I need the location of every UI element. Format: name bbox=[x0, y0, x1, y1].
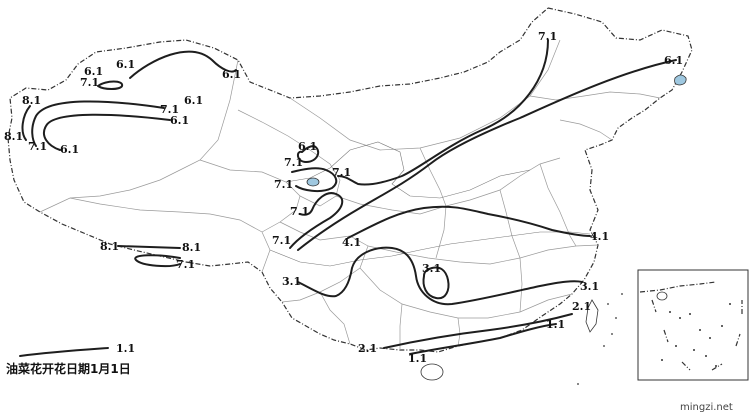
label-2-1-b: 2.1 bbox=[358, 342, 377, 355]
isoline-7-1-qinghai bbox=[289, 192, 344, 249]
label-3-1-c: 3.1 bbox=[580, 280, 599, 293]
khanka-lake bbox=[674, 74, 687, 86]
isoline-6-1-northeast bbox=[297, 59, 677, 251]
national-boundary bbox=[7, 7, 693, 353]
province-boundary-central-2 bbox=[367, 244, 599, 265]
label-4-1-a: 4.1 bbox=[342, 236, 361, 249]
province-boundary-north bbox=[419, 147, 447, 259]
province-boundary-northeast-1 bbox=[559, 119, 613, 141]
province-boundary-guangxi bbox=[399, 303, 403, 350]
isoline-8-1-tibet bbox=[117, 245, 181, 249]
province-boundary-southwest bbox=[319, 291, 351, 345]
label-4-1-b: 4.1 bbox=[590, 230, 609, 243]
label-3-1-b: 3.1 bbox=[422, 262, 441, 275]
label-6-1-a: 6.1 bbox=[116, 58, 135, 71]
label-7-1-h: 7.1 bbox=[272, 234, 291, 247]
south-china-sea-inset bbox=[637, 269, 749, 381]
province-boundary-east-1 bbox=[499, 189, 523, 313]
label-6-1-e: 6.1 bbox=[60, 143, 79, 156]
label-8-1-d: 8.1 bbox=[182, 241, 201, 254]
label-6-1-d: 6.1 bbox=[170, 114, 189, 127]
province-boundary-inner-mongolia bbox=[289, 39, 561, 151]
taiwan-island bbox=[585, 299, 599, 333]
label-1-1-b: 1.1 bbox=[408, 352, 427, 365]
isoline-6-1-northwest-top bbox=[129, 50, 237, 79]
yellow-river bbox=[285, 141, 531, 199]
label-7-1-j: 7.1 bbox=[176, 258, 195, 271]
label-8-1-c: 8.1 bbox=[100, 240, 119, 253]
label-8-1-a: 8.1 bbox=[22, 94, 41, 107]
label-7-1-i: 7.1 bbox=[538, 30, 557, 43]
province-boundary-xinjiang-east bbox=[39, 59, 239, 213]
province-boundary-gansu bbox=[237, 109, 341, 207]
province-boundary-sichuan bbox=[279, 221, 369, 303]
isoline-6-1-far-west bbox=[42, 113, 171, 151]
isoline-6-1-hexi-loop bbox=[296, 145, 320, 163]
isoline-3-1-loop bbox=[422, 266, 450, 300]
label-7-1-b: 7.1 bbox=[160, 103, 179, 116]
province-boundary-guangdong bbox=[457, 317, 461, 347]
isoline-7-1-hexi bbox=[291, 167, 338, 193]
isoline-7-1-tibet bbox=[134, 254, 181, 268]
isoline-3-1-south bbox=[297, 246, 583, 306]
label-6-1-f: 6.1 bbox=[222, 68, 241, 81]
isoline-1-1-south bbox=[409, 323, 557, 355]
province-boundary-central-1 bbox=[335, 157, 561, 215]
inset-hainan bbox=[656, 291, 668, 301]
legend-caption: 油菜花开花日期1月1日 bbox=[6, 361, 131, 376]
hainan-island bbox=[420, 363, 444, 381]
east-coast-islands bbox=[577, 293, 623, 385]
label-6-1-b: 6.1 bbox=[84, 65, 103, 78]
label-7-1-c: 7.1 bbox=[28, 140, 47, 153]
province-boundary-south bbox=[359, 267, 573, 319]
province-boundary-qinghai bbox=[199, 159, 301, 233]
watermark: mingzi.net bbox=[680, 402, 733, 413]
isoline-8-1-far-west bbox=[21, 105, 31, 141]
label-3-1-a: 3.1 bbox=[282, 275, 301, 288]
province-boundary-east-2 bbox=[539, 163, 577, 247]
inset-islands bbox=[661, 303, 731, 367]
label-7-1-e: 7.1 bbox=[274, 178, 293, 191]
isoline-2-1-south bbox=[383, 313, 573, 349]
isoline-7-1-northwest-loop bbox=[97, 80, 124, 90]
inset-coastline bbox=[639, 281, 717, 293]
label-6-1-h: 6.1 bbox=[664, 54, 683, 67]
yangtze-river bbox=[269, 231, 591, 267]
label-7-1-a: 7.1 bbox=[80, 76, 99, 89]
label-1-1-a: 1.1 bbox=[546, 318, 565, 331]
isoline-7-1-northeast bbox=[337, 39, 549, 186]
qinghai-lake bbox=[306, 177, 320, 187]
province-boundary-tibet-north bbox=[69, 197, 271, 273]
label-7-1-d: 7.1 bbox=[284, 156, 303, 169]
label-8-1-b: 8.1 bbox=[4, 130, 23, 143]
label-6-1-g: 6.1 bbox=[298, 140, 317, 153]
isoline-7-1-far-west bbox=[31, 100, 165, 147]
legend-line-sample bbox=[19, 347, 109, 357]
isoline-4-1-central bbox=[347, 205, 591, 239]
legend-line-value: 1.1 bbox=[116, 342, 135, 355]
label-6-1-c: 6.1 bbox=[184, 94, 203, 107]
label-7-1-f: 7.1 bbox=[332, 166, 351, 179]
province-boundary-northeast-2 bbox=[529, 91, 661, 101]
label-2-1-a: 2.1 bbox=[572, 300, 591, 313]
label-7-1-g: 7.1 bbox=[290, 205, 309, 218]
